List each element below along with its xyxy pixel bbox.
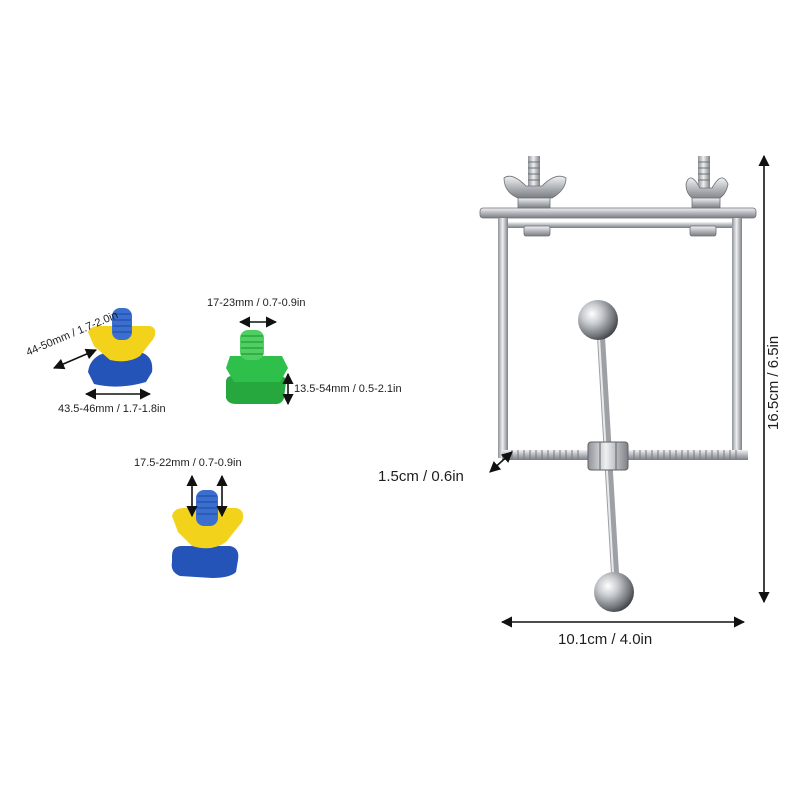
wing-nut-right (685, 156, 729, 209)
dimension-label-clamp-width: 10.1cm / 4.0in (558, 631, 652, 648)
blue-base-part-2 (171, 546, 239, 578)
clamp-handle-ball-top (578, 300, 618, 340)
clamp-center-nut (587, 441, 629, 471)
blue-yellow-spacer-top (88, 308, 156, 387)
clamp-top-bar (479, 207, 757, 219)
green-base-part (226, 376, 286, 404)
dimension-label-clamp-screw: 1.5cm / 0.6in (378, 468, 464, 485)
clamp-right-arm (732, 218, 742, 458)
dimension-arrow-clamp-screw (489, 451, 513, 473)
dimension-label-green-side: 13.5-54mm / 0.5-2.1in (294, 383, 402, 395)
metal-clamp (479, 156, 757, 612)
green-nut-part (226, 356, 288, 382)
dimension-label-yellow-top: 17.5-22mm / 0.7-0.9in (134, 457, 242, 469)
dimension-label-green-top: 17-23mm / 0.7-0.9in (207, 297, 305, 309)
green-spacer (226, 330, 288, 404)
yellow-cap-part-2 (172, 508, 244, 549)
dimension-arrow-blue-diag (52, 348, 98, 370)
wing-nut-left (503, 156, 567, 209)
yellow-blue-spacer (171, 490, 244, 578)
yellow-cap-part (88, 326, 156, 362)
clamp-handle-ball-bottom (594, 572, 634, 612)
green-screw-part (240, 330, 264, 360)
blue-base-part (88, 352, 153, 387)
dimension-label-blue-base: 43.5-46mm / 1.7-1.8in (58, 403, 166, 415)
clamp-inner-bar (508, 222, 732, 228)
dimension-label-clamp-height: 16.5cm / 6.5in (765, 336, 782, 430)
clamp-left-arm (498, 218, 508, 458)
